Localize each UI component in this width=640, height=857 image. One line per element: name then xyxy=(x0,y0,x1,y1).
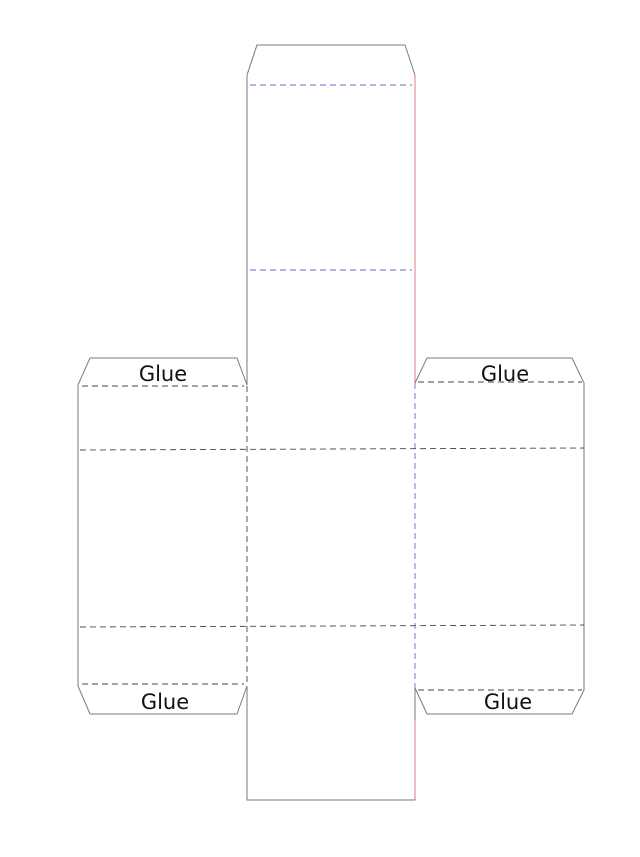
lower-horizontal-fold xyxy=(79,624,585,628)
top-tab-outline xyxy=(246,44,416,385)
right-flap-outline xyxy=(414,357,585,715)
glue-label-top-right: Glue xyxy=(481,362,529,386)
center-strip-bottom xyxy=(246,686,416,801)
glue-label-bottom-right: Glue xyxy=(484,690,532,714)
center-strip xyxy=(246,44,416,801)
upper-horizontal-fold xyxy=(79,447,585,451)
left-flap xyxy=(77,357,248,715)
glue-label-bottom-left: Glue xyxy=(141,690,189,714)
glue-label-top-left: Glue xyxy=(139,362,187,386)
right-flap xyxy=(414,357,585,715)
left-flap-outline xyxy=(77,357,248,715)
